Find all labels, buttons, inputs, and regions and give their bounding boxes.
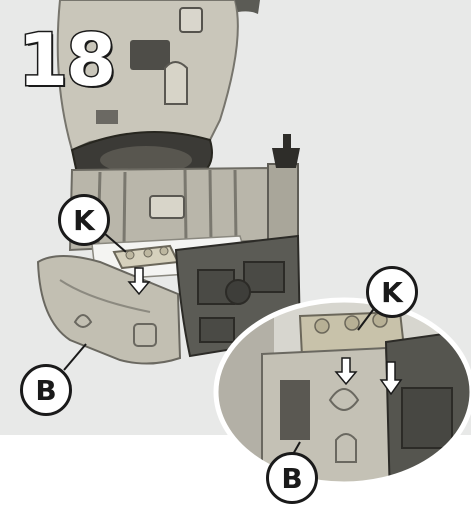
callout-k-zoom: K <box>366 266 418 318</box>
callout-b: B <box>20 364 72 416</box>
callout-k: K <box>58 194 110 246</box>
callout-b-zoom: B <box>266 452 318 504</box>
step-number: 18 <box>18 24 114 96</box>
